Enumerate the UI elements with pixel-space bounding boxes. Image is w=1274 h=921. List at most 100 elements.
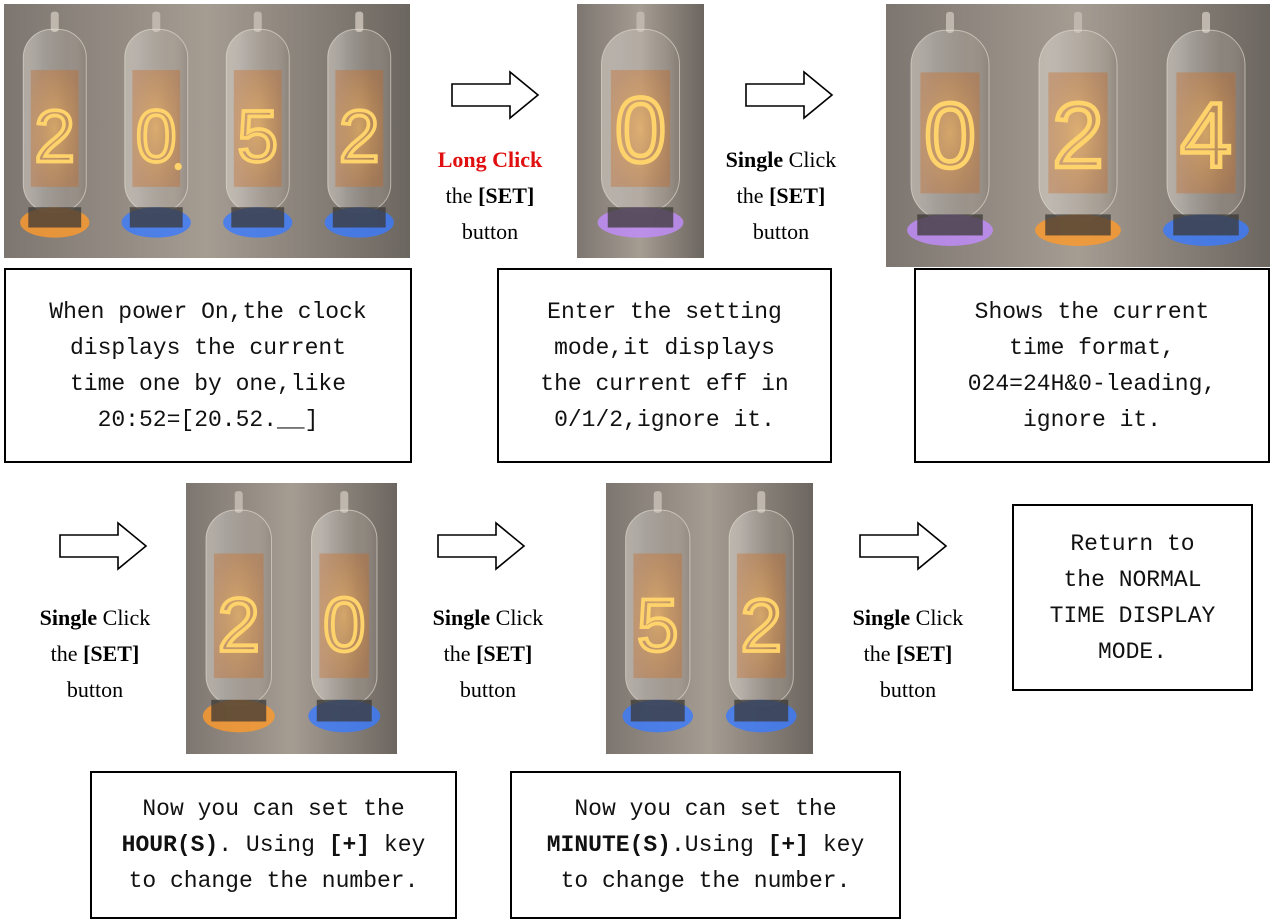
single-strong: Single [432,605,491,630]
nixie-decimal-dot [174,162,182,171]
box-line: time format, [1009,334,1175,361]
plus-key: [+] [767,832,810,858]
nixie-digit: 2 [34,96,75,177]
box-line: MODE. [1097,638,1167,665]
box-text: key [370,832,426,858]
single-click-label: Single Click the [SET] button [20,600,170,708]
nixie-digit: 0 [615,79,666,181]
box-text: . Using [218,832,329,858]
nixie-tube: 0 [597,11,684,238]
label-set: [SET] [896,641,953,666]
box-line: Shows the current [974,298,1210,325]
single-click-label: Single Click the [SET] button [833,600,983,708]
box-line: Enter the setting [547,298,782,325]
nixie-tube: 4 [1163,11,1249,246]
single-rest: Click [910,605,964,630]
box-line: mode,it displays [554,334,775,361]
label-set: [SET] [476,641,533,666]
box-line: Return to [1070,530,1195,557]
nixie-tubes-graphic: 0 [577,4,704,258]
box-line: 0/1/2,ignore it. [554,406,775,433]
nixie-digit: 5 [237,96,278,177]
single-click-label: Single Click the [SET] button [413,600,563,708]
label-set: [SET] [83,641,140,666]
nixie-tube: 2 [1035,11,1121,246]
label-button: button [461,219,519,244]
nixie-tube: 2 [20,11,90,238]
box-line: the current eff in [540,370,789,397]
label-the: the [445,183,479,208]
label-button: button [459,677,517,702]
set-minutes-description: Now you can set the MINUTE(S).Using [+] … [510,771,901,919]
box-text: .Using [670,832,768,858]
arrow-right-icon [59,521,148,571]
arrow-right-icon [451,70,540,120]
single-strong: Single [39,605,98,630]
nixie-digit: 2 [218,583,260,668]
box-line: the NORMAL [1063,566,1202,593]
nixie-digit: 2 [1052,84,1103,187]
single-click-label: Single Click the [SET] button [706,142,856,250]
label-button: button [752,219,810,244]
box-text: key [809,832,865,858]
box-line: 024=24H&0-leading, [967,370,1217,397]
nixie-tube: 0 [907,11,993,246]
box-line: time one by one,like [69,370,347,397]
label-set: [SET] [478,183,535,208]
arrow-right-icon [745,70,834,120]
long-click-strong: Long Click [437,147,543,172]
box-line: to change the number. [128,868,419,894]
label-button: button [66,677,124,702]
nixie-tube: 2 [725,491,797,733]
setting-mode-description: Enter the setting mode,it displays the c… [497,268,832,463]
single-strong: Single [725,147,784,172]
label-the: the [863,641,897,666]
box-line: displays the current [69,334,347,361]
box-line: 20:52=[20.52.__] [97,406,319,433]
nixie-digit: 0 [924,84,975,187]
box-line: ignore it. [1022,406,1162,433]
label-button: button [879,677,937,702]
box-line: When power On,the clock [49,298,367,325]
set-hours-description: Now you can set the HOUR(S). Using [+] k… [90,771,457,919]
nixie-digit: 0 [136,96,177,177]
nixie-digit: 5 [637,584,678,667]
box-line: TIME DISPLAY [1049,602,1216,629]
box-line: Now you can set the [142,796,405,822]
label-the: the [443,641,477,666]
nixie-digit: 2 [339,96,380,177]
long-click-label: Long Click the [SET] button [410,142,570,250]
hours-keyword: HOUR(S) [121,832,219,858]
arrow-right-icon [437,521,526,571]
plus-key: [+] [328,832,371,858]
single-rest: Click [783,147,837,172]
nixie-tube: 2 [324,11,394,238]
minutes-keyword: MINUTE(S) [546,832,671,858]
time-format-description: Shows the current time format, 024=24H&0… [914,268,1270,463]
arrow-right-icon [859,521,948,571]
nixie-tube: 0 [308,491,381,733]
label-set: [SET] [769,183,826,208]
nixie-tube: 5 [223,11,293,238]
box-line: Now you can set the [574,796,837,822]
nixie-digit: 2 [741,584,782,667]
nixie-digit: 4 [1180,84,1231,187]
nixie-tube: 5 [622,491,694,733]
label-the: the [736,183,770,208]
nixie-tube: 0 [121,11,191,238]
single-rest: Click [97,605,151,630]
power-on-description: When power On,the clock displays the cur… [4,268,412,463]
nixie-photo-eff: 0 [577,4,704,258]
single-strong: Single [852,605,911,630]
single-rest: Click [490,605,544,630]
box-line: to change the number. [560,868,851,894]
return-normal-description: Return to the NORMAL TIME DISPLAY MODE. [1012,504,1253,691]
